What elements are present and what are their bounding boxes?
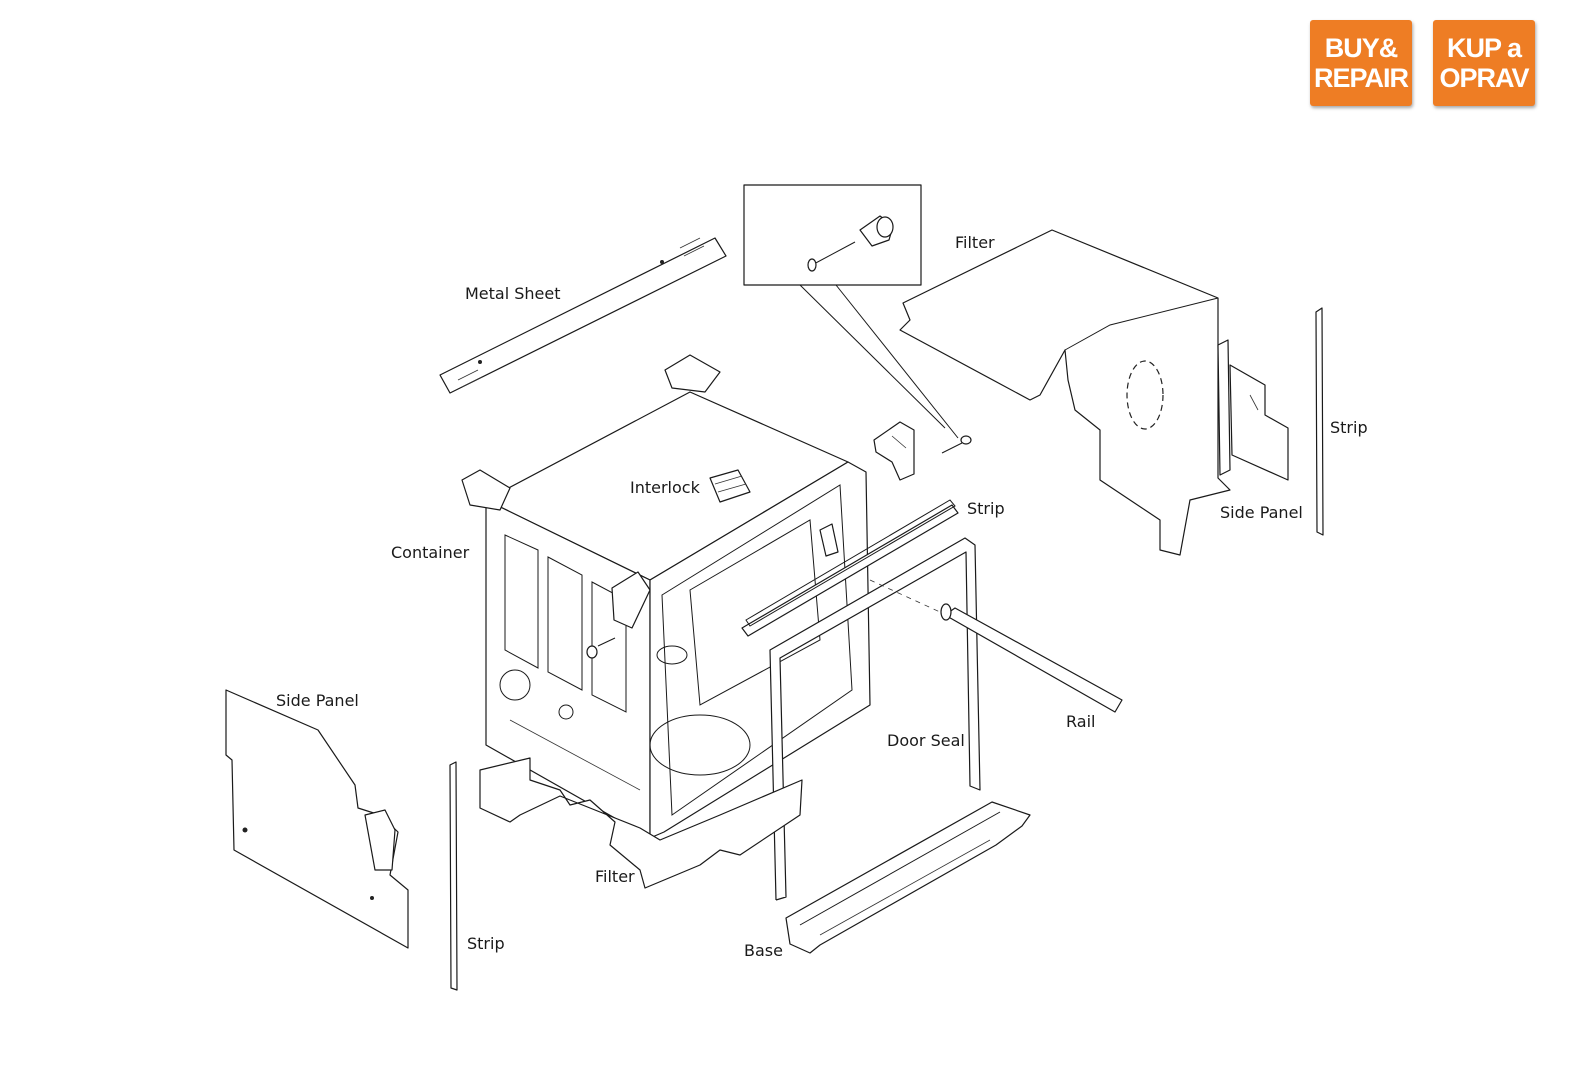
side-panel-right-part [1217,339,1289,481]
label-container: Container [391,543,470,562]
screw-detail-inset [743,184,959,439]
filter-top-part [899,229,1231,556]
kup-oprav-logo-line1: KUP a [1446,33,1522,63]
label-strip-mid: Strip [967,499,1005,518]
buy-repair-logo: BUY& REPAIR [1310,20,1412,106]
interlock-part [709,469,751,503]
label-door-seal: Door Seal [887,731,965,750]
kup-oprav-logo: KUP a OPRAV [1433,20,1535,106]
buy-repair-logo-line2: REPAIR [1313,63,1409,93]
metal-sheet-part [439,237,727,394]
label-strip-right: Strip [1330,418,1368,437]
label-filter-top: Filter [955,233,995,252]
container-screw-part [586,637,616,659]
base-part [785,801,1031,954]
strip-right-part [1315,307,1324,536]
label-rail: Rail [1066,712,1096,731]
door-seal-part [769,537,981,901]
strip-left-part [449,761,458,991]
label-strip-left: Strip [467,934,505,953]
label-side-panel-right: Side Panel [1220,503,1303,522]
label-side-panel-left: Side Panel [276,691,359,710]
rail-part [940,603,1123,713]
screw-part [941,435,972,454]
hinge-bracket-part [873,421,915,481]
label-filter-bottom: Filter [595,867,635,886]
filter-bottom-part [479,757,803,889]
label-metal-sheet: Metal Sheet [465,284,561,303]
kup-oprav-logo-line2: OPRAV [1439,63,1529,93]
label-interlock: Interlock [630,478,700,497]
strip-mid-part [741,499,959,637]
container-part [461,354,871,839]
label-base: Base [744,941,783,960]
buy-repair-logo-line1: BUY& [1324,33,1399,63]
side-panel-left-part [225,689,409,949]
